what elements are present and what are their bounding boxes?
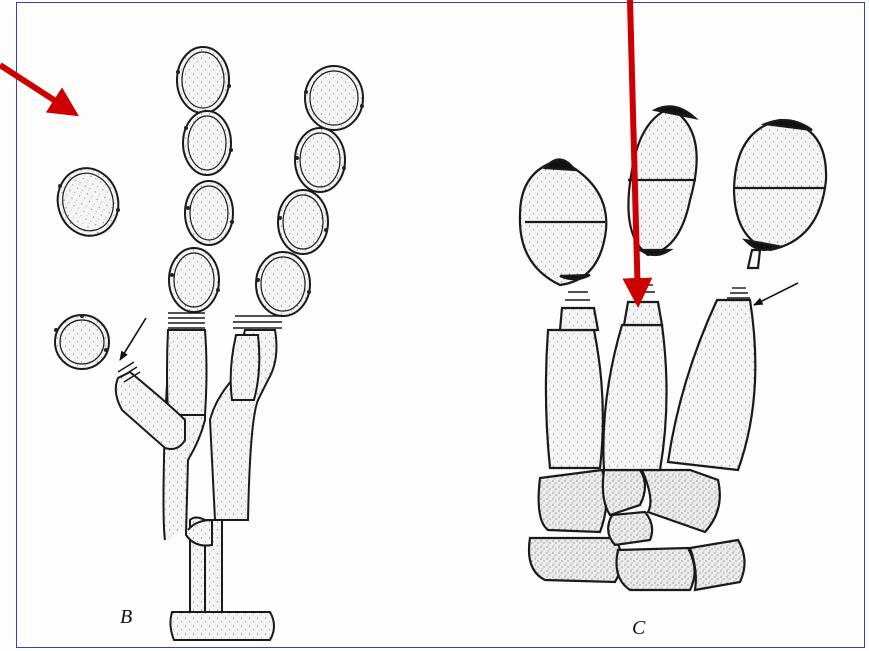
conidium-c-3: [734, 120, 826, 268]
basal-cells: [529, 470, 745, 590]
pointer-arrow-c: [754, 283, 798, 305]
conidium-c-1: [520, 159, 606, 285]
conidiophore-c-2: [603, 325, 666, 470]
red-arrow-vertical: [630, 0, 638, 302]
conidiophore-c-3: [668, 300, 755, 470]
panel-label-b: B: [120, 606, 132, 629]
side-conidium: [55, 315, 109, 369]
conidia-chain-left: [169, 47, 233, 312]
conidiophore-c-1: [546, 330, 603, 468]
basal-hypha: [170, 612, 274, 640]
panel-label-c: C: [632, 617, 645, 640]
pointer-arrow-b: [120, 318, 146, 360]
detached-conidium: [50, 161, 126, 242]
panel-c-drawing: [520, 106, 826, 590]
conidia-chain-right: [256, 66, 363, 316]
panel-b-drawing: [50, 47, 364, 640]
red-arrow-diagonal: [0, 65, 74, 113]
